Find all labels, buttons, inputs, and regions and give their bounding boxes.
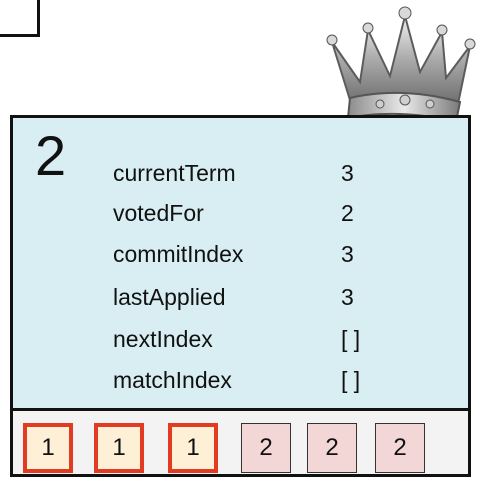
state-label: nextIndex xyxy=(113,326,213,352)
state-value: 3 xyxy=(341,241,354,267)
state-value: 2 xyxy=(341,200,354,226)
log-entry-committed: 1 xyxy=(23,423,73,473)
state-label: commitIndex xyxy=(113,241,244,267)
server-panel: 2 currentTerm 3 votedFor 2 commitIndex 3… xyxy=(10,115,471,477)
log-entry: 2 xyxy=(375,423,425,473)
adjacent-server-box xyxy=(0,0,40,37)
state-label: currentTerm xyxy=(113,160,236,186)
crown-icon xyxy=(326,6,476,124)
log-entry: 2 xyxy=(307,423,357,473)
log-entry: 2 xyxy=(241,423,291,473)
server-state-section: 2 currentTerm 3 votedFor 2 commitIndex 3… xyxy=(13,118,468,411)
server-id: 2 xyxy=(35,124,67,187)
state-label: matchIndex xyxy=(113,367,232,393)
state-value: [ ] xyxy=(341,326,361,352)
state-value: [ ] xyxy=(341,367,361,393)
state-label: lastApplied xyxy=(113,284,226,310)
log-entry-committed: 1 xyxy=(168,423,218,473)
log-entry-committed: 1 xyxy=(94,423,144,473)
state-value: 3 xyxy=(341,284,354,310)
state-label: votedFor xyxy=(113,200,204,226)
state-value: 3 xyxy=(341,160,354,186)
log-entries: 1 1 1 2 2 2 xyxy=(23,423,458,475)
